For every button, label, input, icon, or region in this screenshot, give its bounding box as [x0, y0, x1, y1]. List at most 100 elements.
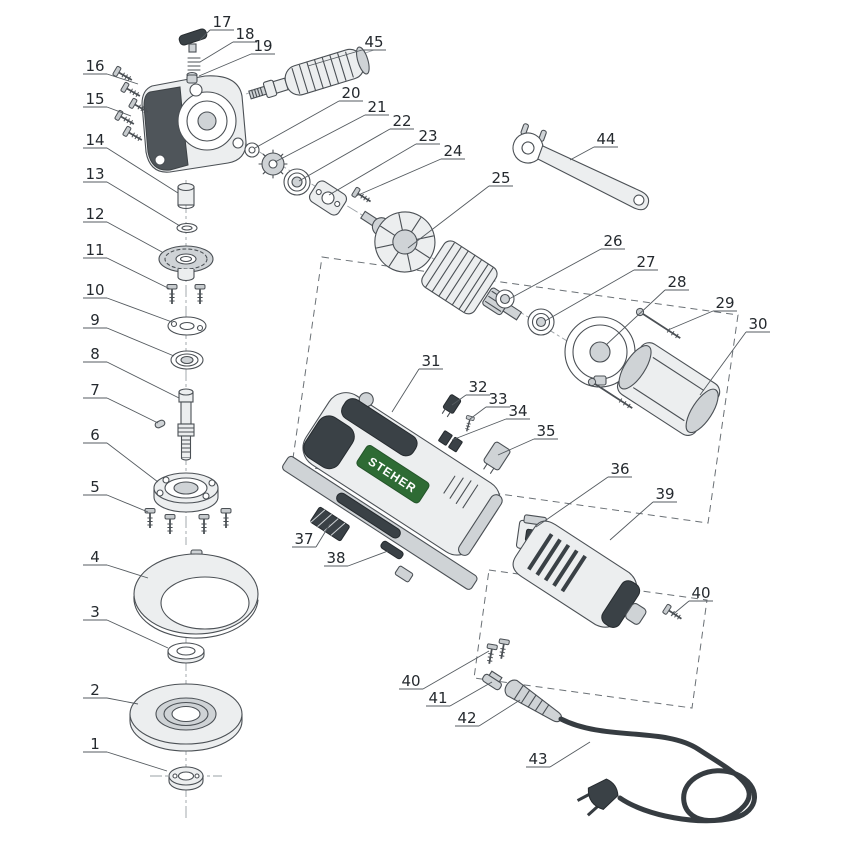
callout-2: 2	[83, 681, 139, 705]
callout-38: 38	[324, 549, 389, 567]
callout-number: 10	[85, 281, 104, 299]
callout-16: 16	[83, 57, 139, 85]
callout-number: 20	[341, 84, 360, 102]
callout-12: 12	[83, 205, 163, 253]
part-side-handle	[248, 46, 370, 100]
callout-3: 3	[83, 603, 169, 649]
callout-22: 22	[298, 112, 414, 182]
callout-7: 7	[83, 381, 159, 424]
part-bearing-plate-23	[308, 180, 348, 216]
callout-44: 44	[569, 130, 618, 161]
callout-number: 25	[491, 169, 510, 187]
callout-number: 40	[691, 584, 710, 602]
callout-14: 14	[83, 131, 179, 194]
callout-30: 30	[699, 315, 770, 396]
callout-6: 6	[83, 426, 159, 483]
callout-number: 40	[401, 672, 420, 690]
callout-36: 36	[535, 460, 632, 528]
part-bearing-26	[495, 289, 515, 309]
callout-10: 10	[83, 281, 173, 323]
power-plug	[576, 778, 619, 817]
part-bearing-27	[527, 308, 555, 336]
part-clamp-nut-1	[168, 766, 204, 791]
callout-15: 15	[83, 90, 132, 117]
callout-43: 43	[526, 741, 591, 768]
callout-8: 8	[83, 345, 180, 399]
callout-26: 26	[508, 232, 625, 300]
callout-number: 8	[90, 345, 100, 363]
part-rear-housing	[512, 520, 647, 628]
part-cord-sleeve	[504, 679, 563, 723]
callout-42: 42	[455, 699, 521, 727]
callout-number: 32	[468, 378, 487, 396]
callout-28: 28	[605, 273, 689, 346]
callout-35: 35	[497, 422, 558, 456]
callout-number: 26	[603, 232, 622, 250]
callout-17: 17	[199, 13, 234, 41]
callout-33: 33	[469, 390, 510, 420]
callout-number: 9	[90, 311, 100, 329]
callout-29: 29	[667, 294, 737, 331]
callout-number: 30	[748, 315, 767, 333]
callout-number: 39	[655, 485, 674, 503]
callout-40: 40	[670, 584, 713, 617]
part-gear-head-housing	[141, 75, 247, 173]
part-cord-clamp	[482, 670, 503, 691]
callout-number: 3	[90, 603, 100, 621]
part-backing-disc-2	[129, 683, 243, 752]
callout-18: 18	[199, 25, 257, 63]
part-lock-spring	[186, 57, 201, 84]
callout-number: 33	[488, 390, 507, 408]
callout-9: 9	[83, 311, 175, 357]
callout-number: 37	[294, 530, 313, 548]
callout-number: 19	[253, 37, 272, 55]
part-bearing-22	[283, 168, 311, 196]
callout-21: 21	[274, 98, 389, 163]
part-spindle-bearing-9	[170, 350, 204, 370]
part-retaining-ring-13	[176, 222, 198, 234]
callout-41: 41	[426, 681, 493, 707]
part-terminals-34	[438, 430, 463, 453]
callout-number: 24	[443, 142, 462, 160]
callout-31: 31	[391, 352, 443, 413]
part-bearing-plate-10	[167, 316, 207, 336]
callout-4: 4	[83, 548, 149, 579]
callout-32: 32	[451, 378, 490, 406]
callout-39: 39	[609, 485, 677, 541]
part-power-cord	[558, 716, 757, 824]
callout-number: 2	[90, 681, 100, 699]
callout-number: 11	[85, 241, 104, 259]
part-screw-33	[462, 414, 476, 434]
part-wheel-guard-4	[133, 549, 259, 639]
part-bevel-gear-12	[158, 245, 214, 282]
callout-37: 37	[292, 523, 331, 548]
callout-40: 40	[399, 650, 490, 690]
part-motor-housing: STEHER	[282, 392, 503, 590]
callout-number: 4	[90, 548, 100, 566]
callout-number: 7	[90, 381, 100, 399]
part-washer-20	[244, 142, 260, 158]
part-pin-wrench	[512, 123, 650, 211]
callout-23: 23	[328, 127, 440, 196]
callout-number: 43	[528, 750, 547, 768]
callout-number: 36	[610, 460, 629, 478]
part-capacitor-35	[483, 441, 511, 474]
part-armature	[360, 210, 523, 321]
callout-number: 42	[457, 709, 476, 727]
part-bearing-housing-6	[153, 472, 219, 513]
part-trigger-piece	[394, 565, 414, 583]
callout-20: 20	[254, 84, 363, 149]
part-lock-off-lever	[380, 540, 404, 560]
callout-number: 12	[85, 205, 104, 223]
callout-27: 27	[544, 253, 658, 322]
callout-number: 41	[428, 689, 447, 707]
callout-19: 19	[198, 37, 275, 77]
part-inner-flange-3	[167, 642, 205, 664]
callout-number: 45	[364, 33, 383, 51]
callout-45: 45	[307, 33, 386, 67]
callout-11: 11	[83, 241, 171, 290]
callout-number: 44	[596, 130, 615, 148]
callout-number: 17	[212, 13, 231, 31]
callout-number: 14	[85, 131, 104, 149]
